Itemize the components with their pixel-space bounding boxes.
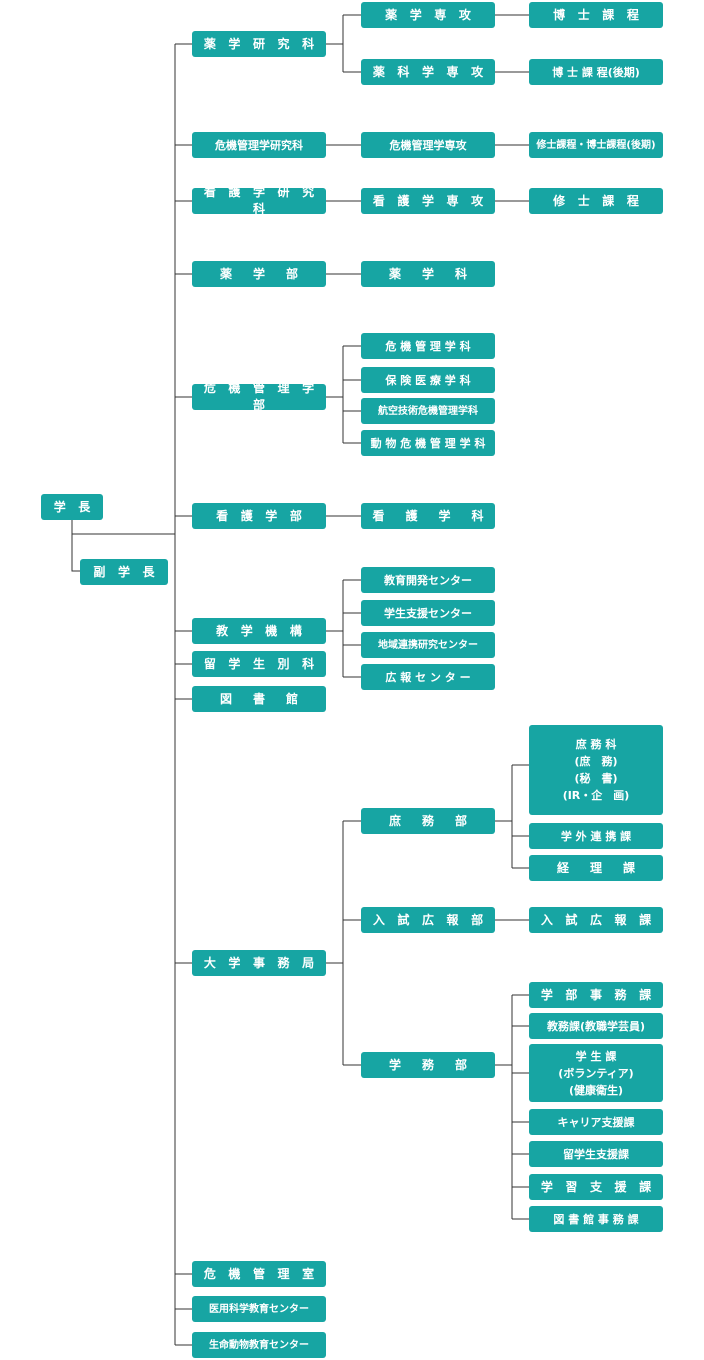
intl-support-box: 留学生支援課 xyxy=(529,1141,663,1167)
crisis-course-box: 修士課程・博士課程(後期) xyxy=(529,132,663,158)
nurse-master-box: 修 士 課 程 xyxy=(529,188,663,214)
crisis-major-box: 危機管理学専攻 xyxy=(361,132,495,158)
crisis-faculty-box: 危 機 管 理 学 部 xyxy=(192,381,326,412)
general-affairs-box: 庶 務 部 xyxy=(361,808,495,834)
external-relations-box: 学 外 連 携 課 xyxy=(529,823,663,849)
faculty-office-box: 学 部 事 務 課 xyxy=(529,982,663,1008)
animal-center-box: 生命動物教育センター xyxy=(192,1332,326,1358)
crisis-dept-box: 危 機 管 理 学 科 xyxy=(361,333,495,359)
medsci-center-box: 医用科学教育センター xyxy=(192,1296,326,1322)
pharmsci-major-box: 薬 科 学 専 攻 xyxy=(361,59,495,85)
career-support-box: キャリア支援課 xyxy=(529,1109,663,1135)
accounting-box: 経 理 課 xyxy=(529,855,663,881)
intl-course-box: 留 学 生 別 科 xyxy=(192,651,326,677)
pharmsci-doctor-box: 博 士 課 程(後期) xyxy=(529,59,663,85)
academic-section-box: 教務課(教職学芸員) xyxy=(529,1013,663,1039)
pharm-doctor-box: 博 士 課 程 xyxy=(529,2,663,28)
hazard-dept-box: 保 険 医 療 学 科 xyxy=(361,367,495,393)
nurse-grad-box: 看 護 学 研 究 科 xyxy=(192,185,326,216)
learning-support-box: 学 習 支 援 課 xyxy=(529,1174,663,1200)
pharm-faculty-box: 薬 学 部 xyxy=(192,261,326,287)
admissions-pr-box: 入 試 広 報 部 xyxy=(361,907,495,933)
student-support-center-box: 学生支援センター xyxy=(361,600,495,626)
admin-bureau-box: 大 学 事 務 局 xyxy=(192,950,326,976)
academic-affairs-box: 学 務 部 xyxy=(361,1052,495,1078)
aviation-dept-box: 航空技術危機管理学科 xyxy=(361,398,495,424)
student-section-box: 学 生 課 (ボランティア) (健康衛生) xyxy=(529,1044,663,1102)
crisis-grad-box: 危機管理学研究科 xyxy=(192,132,326,158)
general-section-box: 庶 務 科 (庶 務) (秘 書) (IR・企 画) xyxy=(529,725,663,815)
pharm-grad-box: 薬 学 研 究 科 xyxy=(192,31,326,57)
nurse-faculty-box: 看 護 学 部 xyxy=(192,503,326,529)
library-office-box: 図 書 館 事 務 課 xyxy=(529,1206,663,1232)
ed-dev-center-box: 教育開発センター xyxy=(361,567,495,593)
library-box: 図 書 館 xyxy=(192,686,326,712)
animal-dept-box: 動 物 危 機 管 理 学 科 xyxy=(361,430,495,456)
president-box: 学 長 xyxy=(41,494,103,520)
regional-center-box: 地域連携研究センター xyxy=(361,632,495,658)
pharm-major-box: 薬 学 専 攻 xyxy=(361,2,495,28)
nurse-major-box: 看 護 学 専 攻 xyxy=(361,188,495,214)
admissions-pr-section-box: 入 試 広 報 課 xyxy=(529,907,663,933)
nurse-dept-box: 看 護 学 科 xyxy=(361,503,495,529)
pr-center-box: 広 報 セ ン タ ー xyxy=(361,664,495,690)
pharm-dept-box: 薬 学 科 xyxy=(361,261,495,287)
education-org-box: 教 学 機 構 xyxy=(192,618,326,644)
crisis-office-box: 危 機 管 理 室 xyxy=(192,1261,326,1287)
vice-president-box: 副 学 長 xyxy=(80,559,168,585)
